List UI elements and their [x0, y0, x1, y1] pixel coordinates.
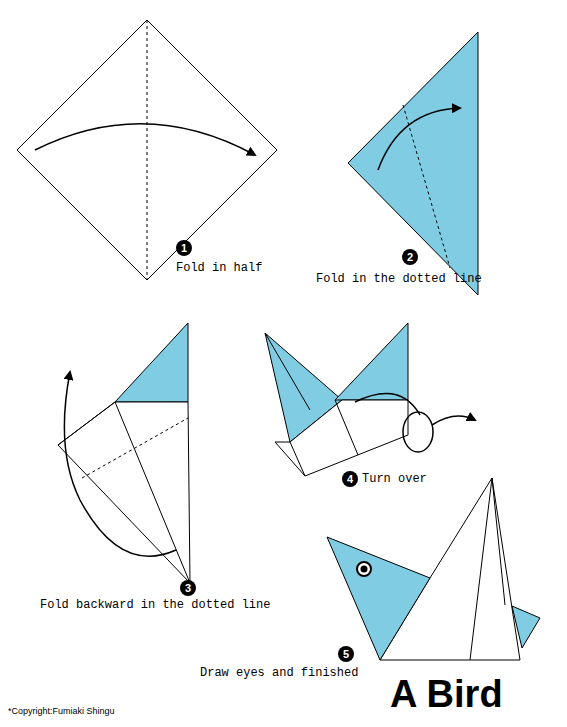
step-instruction: Fold backward in the dotted line [40, 598, 270, 612]
copyright-note: *Copyright:Fumiaki Shingu [8, 706, 115, 717]
callout-number: 5 [338, 646, 354, 662]
diagram-title: A Bird [390, 672, 503, 716]
step-instruction: Turn over [362, 472, 427, 486]
step-instruction: Fold in half [176, 261, 262, 275]
callout-number: 1 [176, 240, 192, 256]
callout-number: 2 [402, 249, 418, 265]
step-instruction: Fold in the dotted line [316, 272, 482, 286]
step-instruction: Draw eyes and finished [200, 666, 358, 680]
callout-number: 3 [180, 580, 196, 596]
callout-number: 4 [342, 471, 358, 487]
